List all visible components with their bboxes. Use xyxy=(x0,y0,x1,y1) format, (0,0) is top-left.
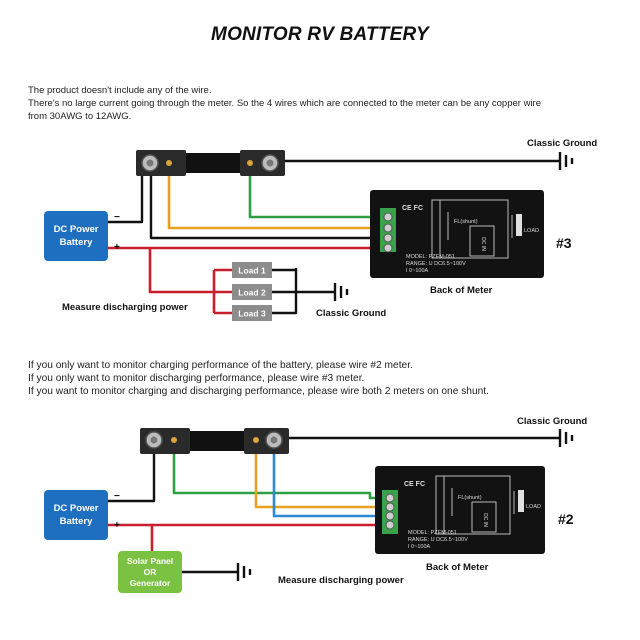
shunt-2 xyxy=(140,428,289,454)
wire-orange-2 xyxy=(254,448,384,509)
meter-model: MODEL: PZEM-051 xyxy=(406,254,455,260)
wire-blue-2 xyxy=(272,448,384,518)
meter-ce-marks: CE FC xyxy=(402,205,423,212)
loads-3: Load 1 Load 2 Load 3 xyxy=(232,262,272,321)
ground-icon xyxy=(333,281,349,303)
battery-label-line2: Battery xyxy=(60,237,93,248)
ground-bottom-label-3: Classic Ground xyxy=(316,308,386,319)
note-line-2: There's no large current going through t… xyxy=(28,98,541,109)
ground-top-label-2: Classic Ground xyxy=(517,416,587,427)
note-line-3: from 30AWG to 12AWG. xyxy=(28,111,132,122)
battery-plus: + xyxy=(114,242,120,253)
wires-diagram-2 xyxy=(108,436,560,574)
diagram-3: DC Power Battery − + Load 1 Load 2 Load … xyxy=(44,138,597,321)
instruction-line-2: If you only want to monitor discharging … xyxy=(28,373,365,384)
wire-battery-negative-3 xyxy=(108,170,144,224)
battery-plus: + xyxy=(114,520,120,531)
meter-current: I 0~100A xyxy=(408,544,431,550)
meter-id-2: #2 xyxy=(558,511,574,527)
meter-range: RANGE: U DC6.5~100V xyxy=(408,537,468,543)
load-3-label: Load 3 xyxy=(238,309,266,319)
wire-green-3 xyxy=(248,172,380,219)
wires-diagram-3 xyxy=(108,159,560,315)
meter-ce-marks: CE FC xyxy=(404,481,425,488)
solar-label-line2: OR xyxy=(144,567,157,577)
page-title: MONITOR RV BATTERY xyxy=(211,24,429,45)
meter-dcin-label: DC IN xyxy=(482,513,488,527)
meter-shunt-label: FL(shunt) xyxy=(458,495,482,501)
battery-label-line1: DC Power xyxy=(54,503,99,514)
ground-icon xyxy=(558,150,574,172)
meter-shunt-label: FL(shunt) xyxy=(454,219,478,225)
battery-3: DC Power Battery − + xyxy=(44,211,120,261)
battery-minus: − xyxy=(114,491,120,502)
note-line-1: The product doesn't include any of the w… xyxy=(28,85,212,96)
ground-icon xyxy=(558,427,574,449)
meter-caption-3: Back of Meter xyxy=(430,285,493,296)
battery-label-line1: DC Power xyxy=(54,224,99,235)
meter-load-label: LOAD xyxy=(526,504,541,510)
meter-range: RANGE: U DC6.5~100V xyxy=(406,261,466,267)
meter-3: CE FC FL(shunt) DC IN LOAD MODEL: PZEM-0… xyxy=(370,190,544,278)
meter-id-3: #3 xyxy=(556,235,572,251)
meter-current: I 0~100A xyxy=(406,268,429,274)
load-1-label: Load 1 xyxy=(238,266,266,276)
ground-top-label-3: Classic Ground xyxy=(527,138,597,149)
battery-label-line2: Battery xyxy=(60,516,93,527)
battery-2: DC Power Battery − + xyxy=(44,490,120,540)
wire-orange-3 xyxy=(167,170,380,230)
wire-red-loads-3 xyxy=(148,248,232,294)
meter-caption-2: Back of Meter xyxy=(426,562,489,573)
measure-label-3: Measure discharging power xyxy=(62,302,188,313)
meter-model: MODEL: PZEM-051 xyxy=(408,530,457,536)
meter-2: CE FC FL(shunt) DC IN LOAD MODEL: PZEM-0… xyxy=(375,466,545,554)
solar-label-line1: Solar Panel xyxy=(127,556,173,566)
meter-load-label: LOAD xyxy=(524,228,539,234)
instruction-line-1: If you only want to monitor charging per… xyxy=(28,360,413,371)
ground-icon xyxy=(236,561,252,583)
battery-minus: − xyxy=(114,212,120,223)
measure-label-2: Measure discharging power xyxy=(278,575,404,586)
diagram-2: DC Power Battery − + Solar Panel OR Gene… xyxy=(44,416,587,593)
shunt-3 xyxy=(136,150,285,176)
wire-green-2 xyxy=(172,447,384,500)
wire-battery-negative-2 xyxy=(108,447,156,503)
meter-dcin-label: DC IN xyxy=(480,237,486,251)
load-2-label: Load 2 xyxy=(238,288,266,298)
wire-black-meter-3 xyxy=(149,170,380,240)
instruction-line-3: If you want to monitor charging and disc… xyxy=(28,386,489,397)
solar-label-line3: Generator xyxy=(130,578,171,588)
solar-generator-2: Solar Panel OR Generator xyxy=(118,551,182,593)
